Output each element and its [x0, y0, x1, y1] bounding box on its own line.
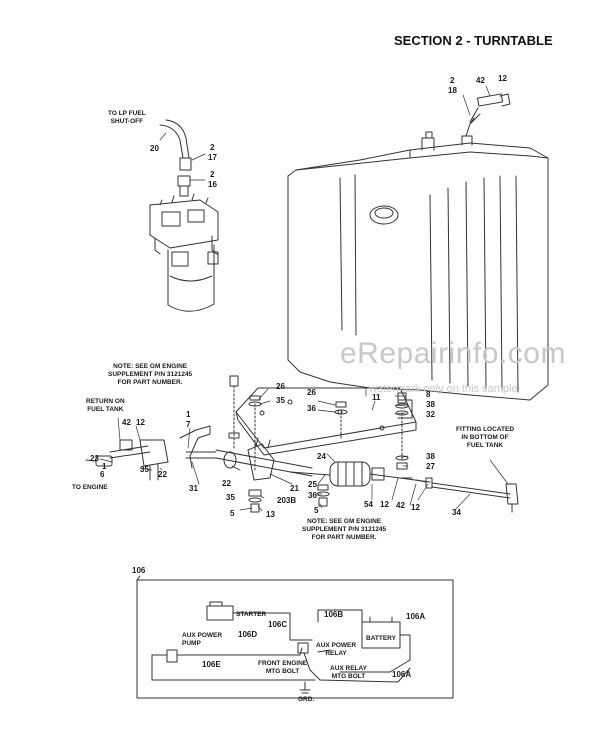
callout-36-b: 36	[308, 491, 317, 500]
callout-1: 1	[186, 410, 191, 419]
callout-203b: 203B	[277, 496, 297, 505]
section-title: SECTION 2 - TURNTABLE	[394, 33, 553, 48]
watermark-text: eRepairinfo.com	[340, 337, 566, 370]
callout-106a-bottom: 106A	[392, 670, 412, 679]
callout-5-b: 5	[314, 506, 319, 515]
fuel-tank	[287, 93, 549, 401]
callout-36-a: 36	[307, 404, 316, 413]
callout-54: 54	[364, 500, 373, 509]
callout-12-top: 12	[498, 74, 507, 83]
lp-regulator-assembly	[149, 119, 219, 312]
watermark-caption: watermark only on this sample	[369, 383, 518, 395]
callout-12-low2: 12	[411, 503, 420, 512]
callout-106b: 106B	[324, 610, 344, 619]
callout-7: 7	[186, 420, 191, 429]
label-battery: BATTERY	[366, 635, 396, 642]
callout-22-a: 22	[158, 470, 167, 479]
callout-16: 16	[208, 180, 217, 189]
callout-38-b: 38	[426, 452, 435, 461]
label-ground: GRD.	[298, 696, 315, 703]
callout-35-c: 35	[226, 493, 235, 502]
callout-106e: 106E	[202, 660, 221, 669]
callout-35-a: 35	[276, 396, 285, 405]
callout-42-low: 42	[396, 501, 405, 510]
callout-21: 21	[290, 484, 299, 493]
callout-13: 13	[266, 510, 275, 519]
callout-2-top: 2	[450, 76, 455, 85]
callout-42-top: 42	[476, 76, 485, 85]
callout-34: 34	[452, 508, 461, 517]
callout-5-a: 5	[230, 509, 235, 518]
note-to-engine: TO ENGINE	[72, 484, 108, 491]
callout-17: 17	[208, 153, 217, 162]
callout-2-a: 2	[210, 143, 215, 152]
callout-24: 24	[317, 452, 326, 461]
wiring-schematic	[136, 575, 454, 699]
callout-26-b: 26	[307, 388, 316, 397]
callout-20: 20	[150, 144, 159, 153]
callout-106a-top: 106A	[406, 612, 426, 621]
callout-18: 18	[448, 86, 457, 95]
fuel-line-assembly	[85, 425, 519, 513]
callout-25: 25	[308, 480, 317, 489]
callout-2-b: 2	[210, 170, 215, 179]
callout-22-b: 22	[222, 479, 231, 488]
callout-38-a: 38	[426, 400, 435, 409]
callout-31: 31	[189, 484, 198, 493]
callout-106: 106	[132, 566, 146, 575]
callout-32: 32	[426, 410, 435, 419]
callout-11: 11	[372, 393, 381, 402]
callout-106c: 106C	[268, 620, 288, 629]
callout-35-b: 35	[140, 465, 149, 474]
callout-26-a: 26	[276, 382, 285, 391]
callout-8: 8	[426, 390, 431, 399]
callout-12-low: 12	[380, 500, 389, 509]
callout-42-mid: 42	[122, 418, 131, 427]
callout-12-mid: 12	[136, 418, 145, 427]
callout-23: 23	[90, 454, 99, 463]
leader-lines	[99, 85, 509, 512]
callout-106d: 106D	[238, 630, 258, 639]
callout-27: 27	[426, 462, 435, 471]
label-starter: STARTER	[236, 611, 267, 618]
callout-1-b: 1	[102, 462, 107, 471]
callout-6: 6	[100, 470, 105, 479]
